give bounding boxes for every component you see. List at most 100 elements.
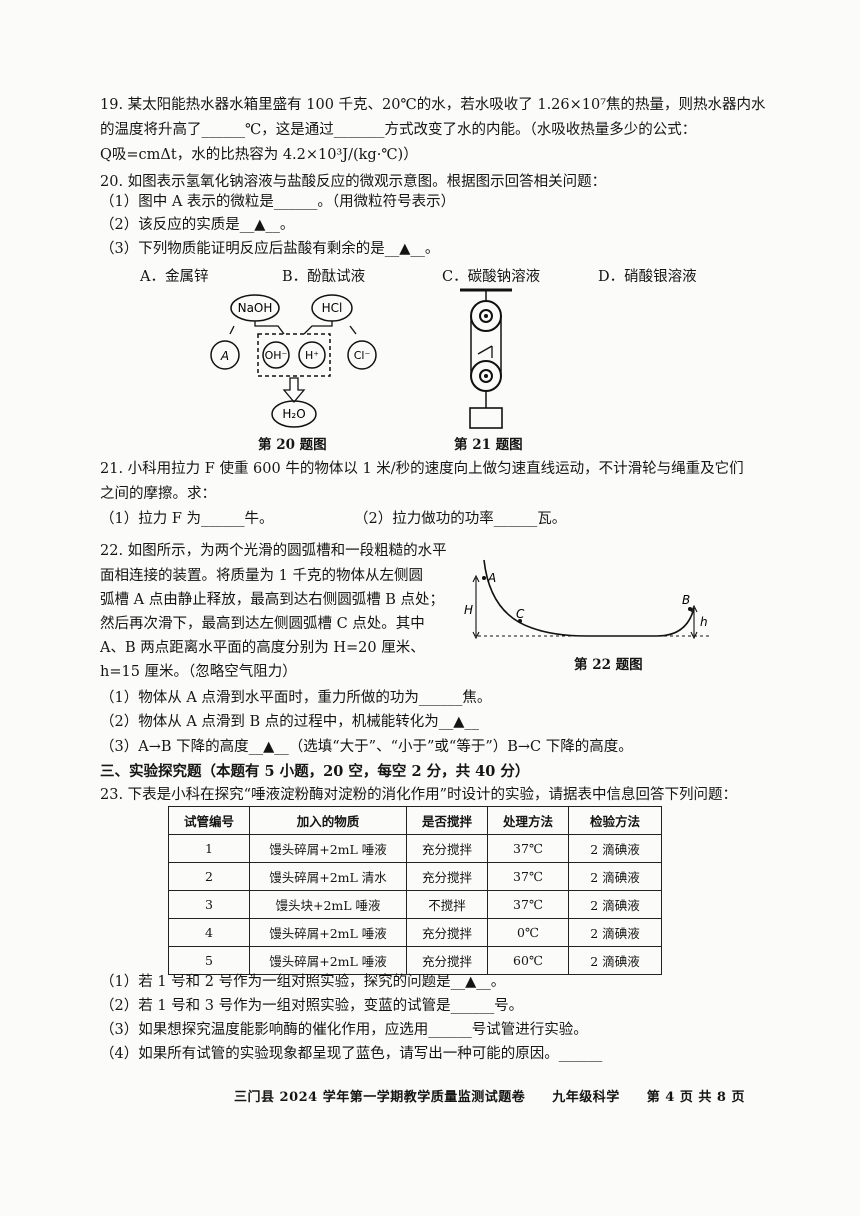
cell: 37℃ xyxy=(487,834,569,863)
label-h: h xyxy=(700,615,708,629)
header-substance: 加入的物质 xyxy=(249,806,407,835)
cell: 2 滴碘液 xyxy=(568,862,662,891)
q22-line5: A、B 两点距离水平面的高度分别为 H=20 厘米、 xyxy=(100,640,425,656)
q20-caption: 第 20 题图 xyxy=(258,437,327,453)
hcl-label: HCl xyxy=(322,301,343,315)
dashed-box xyxy=(257,333,331,377)
cell: 1 xyxy=(168,834,250,863)
cell: 2 xyxy=(168,862,250,891)
particle-a xyxy=(210,340,240,370)
q20-stem: 20. 如图表示氢氧化钠溶液与盐酸反应的微观示意图。根据图示回答相关问题： xyxy=(100,174,607,190)
cell: 充分搅拌 xyxy=(406,862,488,891)
cell: 充分搅拌 xyxy=(406,834,488,863)
q21-caption: 第 21 题图 xyxy=(454,437,523,453)
q20-option-a: A．金属锌 xyxy=(140,269,209,285)
q20-sub2: （2）该反应的实质是__▲__。 xyxy=(100,217,295,233)
q21-sub2: （2）拉力做功的功率______瓦。 xyxy=(354,511,567,527)
q23-sub4: （4）如果所有试管的实验现象都呈现了蓝色，请写出一种可能的原因。______ xyxy=(100,1046,603,1062)
label-H: H xyxy=(464,603,473,617)
cell: 充分搅拌 xyxy=(406,918,488,947)
q20-sub1: （1）图中 A 表示的微粒是______。（用微粒符号表示） xyxy=(100,194,456,210)
cell: 4 xyxy=(168,918,250,947)
q23-sub2: （2）若 1 号和 3 号作为一组对照实验，变蓝的试管是______号。 xyxy=(100,998,524,1014)
label-b: B xyxy=(682,593,690,607)
label-c: C xyxy=(516,607,525,621)
q23-sub1: （1）若 1 号和 2 号作为一组对照实验，探究的问题是__▲__。 xyxy=(100,974,506,990)
particle-cl-label: Cl⁻ xyxy=(354,349,371,362)
q20-option-d: D．硝酸银溶液 xyxy=(598,269,697,285)
q21-sub1: （1）拉力 F 为______牛。 xyxy=(100,511,274,527)
q19-line2: 的温度将升高了______℃，这是通过_______方式改变了水的内能。（水吸收… xyxy=(100,122,697,138)
q20-reaction-diagram: NaOH HCl A OH⁻ H⁺ Cl⁻ H₂O xyxy=(210,294,377,428)
header-tube-no: 试管编号 xyxy=(168,806,250,835)
table-row: 5 馒头碎屑+2mL 唾液 充分搅拌 60℃ 2 滴碘液 xyxy=(168,946,662,975)
q21-line2: 之间的摩擦。求： xyxy=(100,486,216,502)
q22-track-diagram: A C B H h xyxy=(464,559,710,640)
header-test: 检验方法 xyxy=(568,806,662,835)
q20-sub3: （3）下列物质能证明反应后盐酸有剩余的是__▲__。 xyxy=(100,241,440,257)
weight-block xyxy=(469,407,503,429)
q20-option-c: C．碳酸钠溶液 xyxy=(442,269,541,285)
cell: 馒头碎屑+2mL 唾液 xyxy=(249,834,407,863)
q22-line2: 面相连接的装置。将质量为 1 千克的物体从左侧圆 xyxy=(100,568,423,584)
q22-line4: 然后再次滑下，最高到达左侧圆弧槽 C 点处。其中 xyxy=(100,616,425,632)
table-row: 1 馒头碎屑+2mL 唾液 充分搅拌 37℃ 2 滴碘液 xyxy=(168,834,662,863)
table-row: 3 馒头块+2mL 唾液 不搅拌 37℃ 2 滴碘液 xyxy=(168,890,662,919)
cell: 0℃ xyxy=(487,918,569,947)
cell: 2 滴碘液 xyxy=(568,890,662,919)
header-stir: 是否搅拌 xyxy=(406,806,488,835)
cell: 馒头碎屑+2mL 清水 xyxy=(249,862,407,891)
naoh-label: NaOH xyxy=(238,301,273,315)
q22-sub3: （3）A→B 下降的高度__▲__（选填“大于”、“小于”或“等于”）B→C 下… xyxy=(100,739,633,755)
q19-line3: Q吸=cmΔt，水的比热容为 4.2×10³J/(kg·℃)） xyxy=(100,147,418,163)
h2o-oval xyxy=(271,400,317,428)
point-b xyxy=(688,607,692,611)
cell: 充分搅拌 xyxy=(406,946,488,975)
track-curve xyxy=(483,559,695,637)
q23-stem: 23. 下表是小科在探究“唾液淀粉酶对淀粉的消化作用”时设计的实验，请据表中信息… xyxy=(100,787,737,803)
q22-sub1: （1）物体从 A 点滑到水平面时，重力所做的功为______焦。 xyxy=(100,690,492,706)
particle-oh xyxy=(262,341,290,369)
table-row: 4 馒头碎屑+2mL 唾液 充分搅拌 0℃ 2 滴碘液 xyxy=(168,918,662,947)
q21-line1: 21. 小科用拉力 F 使重 600 牛的物体以 1 米/秒的速度向上做匀速直线… xyxy=(100,461,744,477)
q22-sub2: （2）物体从 A 点滑到 B 点的过程中，机械能转化为__▲__ xyxy=(100,714,479,730)
q20-option-b: B．酚酞试液 xyxy=(282,269,366,285)
cell: 馒头碎屑+2mL 唾液 xyxy=(249,918,407,947)
q22-line6: h=15 厘米。（忽略空气阻力） xyxy=(100,664,297,680)
table-header-row: 试管编号 加入的物质 是否搅拌 处理方法 检验方法 xyxy=(168,806,662,835)
point-a xyxy=(482,576,486,580)
q22-line3: 弧槽 A 点由静止释放，最高到达右侧圆弧槽 B 点处； xyxy=(100,592,445,608)
cell: 2 滴碘液 xyxy=(568,946,662,975)
q21-pulley-diagram xyxy=(460,288,512,429)
cell: 5 xyxy=(168,946,250,975)
q22-caption: 第 22 题图 xyxy=(574,657,643,673)
particle-cl xyxy=(347,340,377,370)
cell: 馒头块+2mL 唾液 xyxy=(249,890,407,919)
particle-a-label: A xyxy=(220,349,229,363)
pull-rope xyxy=(477,345,493,355)
q23-experiment-table: 试管编号 加入的物质 是否搅拌 处理方法 检验方法 1 馒头碎屑+2mL 唾液 … xyxy=(168,806,662,975)
header-treatment: 处理方法 xyxy=(487,806,569,835)
h2o-label: H₂O xyxy=(282,407,305,421)
section3-heading: 三、实验探究题（本题有 5 小题，20 空，每空 2 分，共 40 分） xyxy=(100,763,530,780)
cell: 不搅拌 xyxy=(406,890,488,919)
particle-oh-label: OH⁻ xyxy=(265,349,288,362)
table-row: 2 馒头碎屑+2mL 清水 充分搅拌 37℃ 2 滴碘液 xyxy=(168,862,662,891)
q23-sub3: （3）如果想探究温度能影响酶的催化作用，应选用______号试管进行实验。 xyxy=(100,1022,588,1038)
label-a: A xyxy=(487,571,496,585)
q22-line1: 22. 如图所示，为两个光滑的圆弧槽和一段粗糙的水平 xyxy=(100,543,447,559)
cell: 60℃ xyxy=(487,946,569,975)
q19-line1: 19. 某太阳能热水器水箱里盛有 100 千克、20℃的水，若水吸收了 1.26… xyxy=(100,97,766,113)
particle-h-label: H⁺ xyxy=(305,349,319,362)
point-c xyxy=(518,619,522,623)
cell: 2 滴碘液 xyxy=(568,834,662,863)
cell: 37℃ xyxy=(487,862,569,891)
cell: 馒头碎屑+2mL 唾液 xyxy=(249,946,407,975)
cell: 3 xyxy=(168,890,250,919)
down-arrow-icon xyxy=(282,377,306,404)
cell: 2 滴碘液 xyxy=(568,918,662,947)
page-footer: 三门县 2024 学年第一学期教学质量监测试题卷 九年级科学 第 4 页 共 8… xyxy=(234,1090,745,1105)
particle-h xyxy=(298,341,326,369)
cell: 37℃ xyxy=(487,890,569,919)
